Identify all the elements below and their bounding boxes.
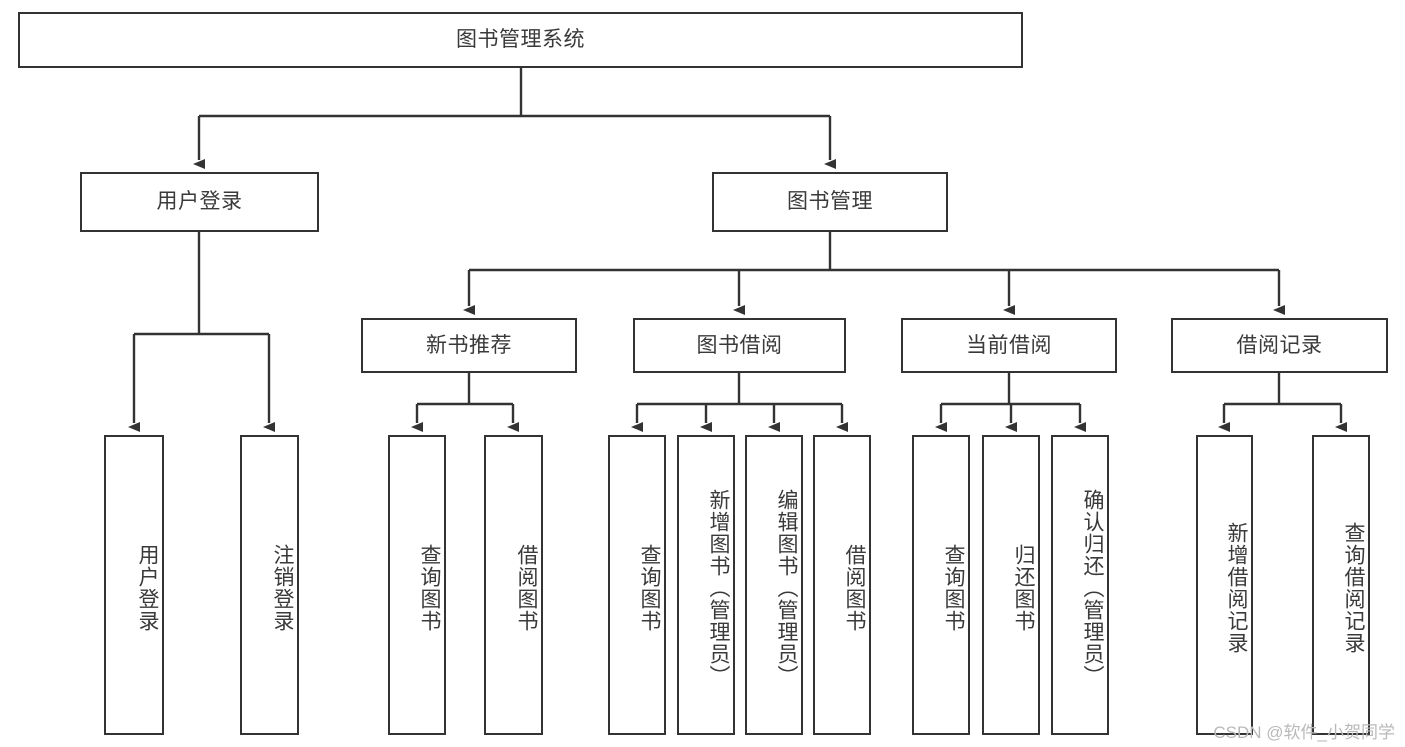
leaf-edit-book-admin[interactable]: 编辑图书（管理员） xyxy=(745,435,803,735)
node-label: 借阅图书 xyxy=(843,544,866,632)
node-label: 确认归还（管理员） xyxy=(1081,489,1104,687)
node-label: 用户登录 xyxy=(136,544,159,632)
node-label: 新增借阅记录 xyxy=(1225,522,1248,654)
node-label: 图书管理系统 xyxy=(456,28,585,52)
node-book-borrow[interactable]: 图书借阅 xyxy=(633,318,846,373)
leaf-query-borrow-record[interactable]: 查询借阅记录 xyxy=(1312,435,1370,735)
node-label: 借阅图书 xyxy=(515,544,538,632)
node-label: 编辑图书（管理员） xyxy=(775,489,798,687)
node-label: 用户登录 xyxy=(156,190,243,214)
node-label: 图书借阅 xyxy=(696,333,783,357)
leaf-add-borrow-record[interactable]: 新增借阅记录 xyxy=(1196,435,1253,735)
node-label: 借阅记录 xyxy=(1236,333,1323,357)
leaf-query-book-2[interactable]: 查询图书 xyxy=(608,435,666,735)
node-current-borrow[interactable]: 当前借阅 xyxy=(901,318,1117,373)
node-user-login[interactable]: 用户登录 xyxy=(80,172,319,232)
node-label: 新增图书（管理员） xyxy=(707,489,730,687)
node-label: 归还图书 xyxy=(1012,544,1035,632)
node-label: 查询图书 xyxy=(942,544,965,632)
node-book-manage[interactable]: 图书管理 xyxy=(712,172,948,232)
node-label: 当前借阅 xyxy=(966,333,1052,357)
leaf-add-book-admin[interactable]: 新增图书（管理员） xyxy=(677,435,735,735)
leaf-confirm-return-admin[interactable]: 确认归还（管理员） xyxy=(1051,435,1109,735)
leaf-query-book-3[interactable]: 查询图书 xyxy=(912,435,970,735)
node-label: 新书推荐 xyxy=(426,333,512,357)
node-borrow-record[interactable]: 借阅记录 xyxy=(1171,318,1388,373)
watermark: CSDN @软件_小贺同学 xyxy=(1213,723,1395,742)
node-root-system[interactable]: 图书管理系统 xyxy=(18,12,1023,68)
node-label: 查询图书 xyxy=(418,544,441,632)
node-label: 查询图书 xyxy=(638,544,661,632)
node-label: 查询借阅记录 xyxy=(1342,522,1365,654)
leaf-borrow-book-1[interactable]: 借阅图书 xyxy=(484,435,543,735)
node-label: 注销登录 xyxy=(271,544,294,632)
node-new-book-recommend[interactable]: 新书推荐 xyxy=(361,318,577,373)
leaf-query-book-1[interactable]: 查询图书 xyxy=(388,435,446,735)
leaf-user-logout[interactable]: 注销登录 xyxy=(240,435,299,735)
leaf-user-login[interactable]: 用户登录 xyxy=(104,435,164,735)
leaf-return-book[interactable]: 归还图书 xyxy=(982,435,1040,735)
leaf-borrow-book-2[interactable]: 借阅图书 xyxy=(813,435,871,735)
node-label: 图书管理 xyxy=(787,190,873,214)
